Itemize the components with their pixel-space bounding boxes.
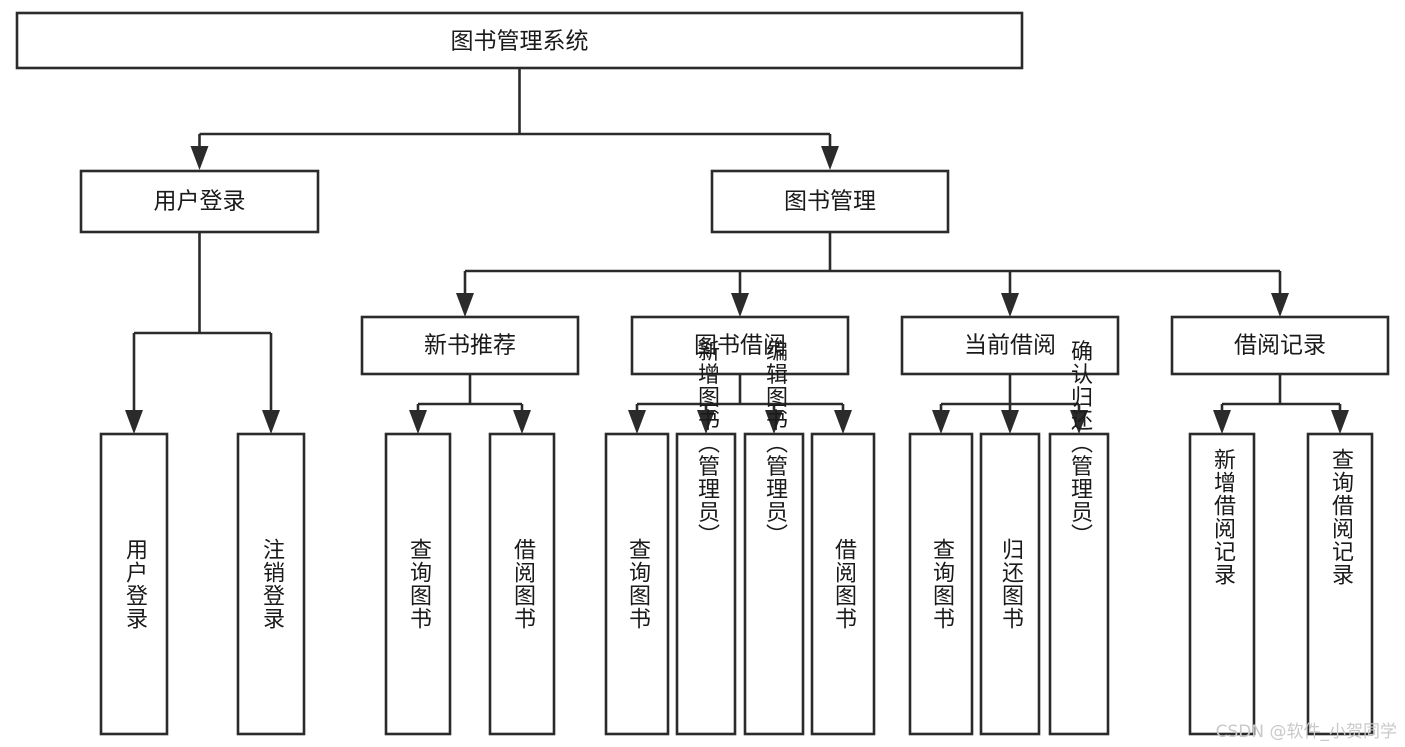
arrow-head-leaf-add-book <box>697 410 715 434</box>
node-user-login-label: 用户登录 <box>154 189 246 215</box>
node-new-book-recommend-label: 新书推荐 <box>424 333 516 359</box>
node-leaf-query-book-2-label: 查询图书 <box>625 538 651 630</box>
node-book-manage-box[interactable] <box>710 169 950 234</box>
node-leaf-query-book-3-box[interactable] <box>908 432 974 736</box>
node-leaf-confirm-return[interactable]: 确认归还（管理员） <box>1048 340 1110 736</box>
node-leaf-confirm-return-box[interactable] <box>1048 432 1110 736</box>
node-leaf-return-book-box[interactable] <box>979 432 1041 736</box>
node-leaf-add-book[interactable]: 新增图书（管理员） <box>675 340 737 736</box>
arrow-head-leaf-add-record <box>1213 410 1231 434</box>
node-user-login-box[interactable] <box>79 169 320 234</box>
node-leaf-query-book-1-box[interactable] <box>384 432 452 736</box>
node-leaf-query-book-1[interactable]: 查询图书 <box>384 432 452 736</box>
arrow-head-leaf-logout-login <box>262 410 280 434</box>
arrow-head-leaf-query-record <box>1331 410 1349 434</box>
node-leaf-add-record-label: 新增借阅记录 <box>1210 448 1236 586</box>
arrow-head-leaf-query-book-1 <box>409 410 427 434</box>
node-leaf-add-book-box[interactable] <box>675 432 737 736</box>
node-book-manage[interactable]: 图书管理 <box>710 169 950 234</box>
node-leaf-borrow-book-1[interactable]: 借阅图书 <box>488 432 556 736</box>
node-new-book-recommend[interactable]: 新书推荐 <box>360 315 580 376</box>
node-leaf-query-book-3-label: 查询图书 <box>929 538 955 630</box>
arrow-head-leaf-query-book-3 <box>932 410 950 434</box>
arrow-head-borrow-record <box>1271 293 1289 317</box>
node-leaf-edit-book-box[interactable] <box>743 432 805 736</box>
arrow-head-leaf-user-login <box>125 410 143 434</box>
arrow-head-new-book-recommend <box>456 293 474 317</box>
connector-group-current-borrow <box>932 374 1088 434</box>
node-leaf-user-login-box[interactable] <box>99 432 169 736</box>
node-user-login[interactable]: 用户登录 <box>79 169 320 234</box>
node-leaf-add-record[interactable]: 新增借阅记录 <box>1188 432 1256 736</box>
arrow-head-book-borrow <box>731 293 749 317</box>
node-leaf-confirm-return-label: 确认归还（管理员） <box>1067 340 1093 547</box>
arrow-head-leaf-return-book <box>1001 410 1019 434</box>
node-leaf-query-book-2[interactable]: 查询图书 <box>604 432 670 736</box>
node-book-borrow[interactable]: 图书借阅 <box>630 315 850 376</box>
node-root-label: 图书管理系统 <box>451 29 589 55</box>
node-leaf-edit-book-label: 编辑图书（管理员） <box>762 340 788 547</box>
node-current-borrow[interactable]: 当前借阅 <box>900 315 1120 376</box>
node-leaf-borrow-book-2-box[interactable] <box>810 432 876 736</box>
node-book-borrow-label: 图书借阅 <box>694 333 786 359</box>
node-leaf-return-book-label: 归还图书 <box>998 538 1024 630</box>
connector-group-new-book-recommend <box>409 374 531 434</box>
node-leaf-borrow-book-2-label: 借阅图书 <box>831 538 857 630</box>
arrow-head-leaf-query-book-2 <box>628 410 646 434</box>
connector-group-book-borrow <box>628 374 852 434</box>
arrow-head-leaf-borrow-book-1 <box>513 410 531 434</box>
connector-group-root <box>190 68 839 170</box>
arrow-head-leaf-borrow-book-2 <box>834 410 852 434</box>
node-current-borrow-label: 当前借阅 <box>964 333 1056 359</box>
node-leaf-user-login[interactable]: 用户登录 <box>99 432 169 736</box>
node-leaf-query-book-2-box[interactable] <box>604 432 670 736</box>
node-leaf-borrow-book-1-label: 借阅图书 <box>510 538 536 630</box>
arrow-head-leaf-confirm-return <box>1070 410 1088 434</box>
arrow-head-book-manage <box>821 146 839 170</box>
node-leaf-logout-login-box[interactable] <box>236 432 306 736</box>
node-borrow-record[interactable]: 借阅记录 <box>1170 315 1390 376</box>
node-leaf-return-book[interactable]: 归还图书 <box>979 432 1041 736</box>
node-leaf-borrow-book-1-box[interactable] <box>488 432 556 736</box>
node-leaf-query-record-label: 查询借阅记录 <box>1328 448 1354 586</box>
node-borrow-record-box[interactable] <box>1170 315 1390 376</box>
node-leaf-logout-login[interactable]: 注销登录 <box>236 432 306 736</box>
node-leaf-user-login-label: 用户登录 <box>122 538 148 630</box>
node-leaf-edit-book[interactable]: 编辑图书（管理员） <box>743 340 805 736</box>
node-leaf-query-record[interactable]: 查询借阅记录 <box>1306 432 1374 736</box>
node-new-book-recommend-box[interactable] <box>360 315 580 376</box>
connector-group-borrow-record <box>1213 374 1349 434</box>
node-leaf-borrow-book-2[interactable]: 借阅图书 <box>810 432 876 736</box>
connector-group-book-manage <box>456 232 1289 317</box>
arrow-head-current-borrow <box>1001 293 1019 317</box>
node-leaf-query-book-1-label: 查询图书 <box>406 538 432 630</box>
node-leaf-query-book-3[interactable]: 查询图书 <box>908 432 974 736</box>
node-leaf-add-book-label: 新增图书（管理员） <box>694 340 720 547</box>
node-book-manage-label: 图书管理 <box>784 189 876 215</box>
connector-group-user-login <box>125 232 280 434</box>
node-leaf-logout-login-label: 注销登录 <box>259 538 285 630</box>
node-root-box[interactable] <box>15 11 1024 70</box>
node-book-borrow-box[interactable] <box>630 315 850 376</box>
node-borrow-record-label: 借阅记录 <box>1234 333 1326 359</box>
node-root[interactable]: 图书管理系统 <box>15 11 1024 70</box>
node-current-borrow-box[interactable] <box>900 315 1120 376</box>
arrow-head-leaf-edit-book <box>765 410 783 434</box>
node-leaf-query-record-box[interactable] <box>1306 432 1374 736</box>
node-leaf-add-record-box[interactable] <box>1188 432 1256 736</box>
arrow-head-user-login <box>190 146 209 170</box>
